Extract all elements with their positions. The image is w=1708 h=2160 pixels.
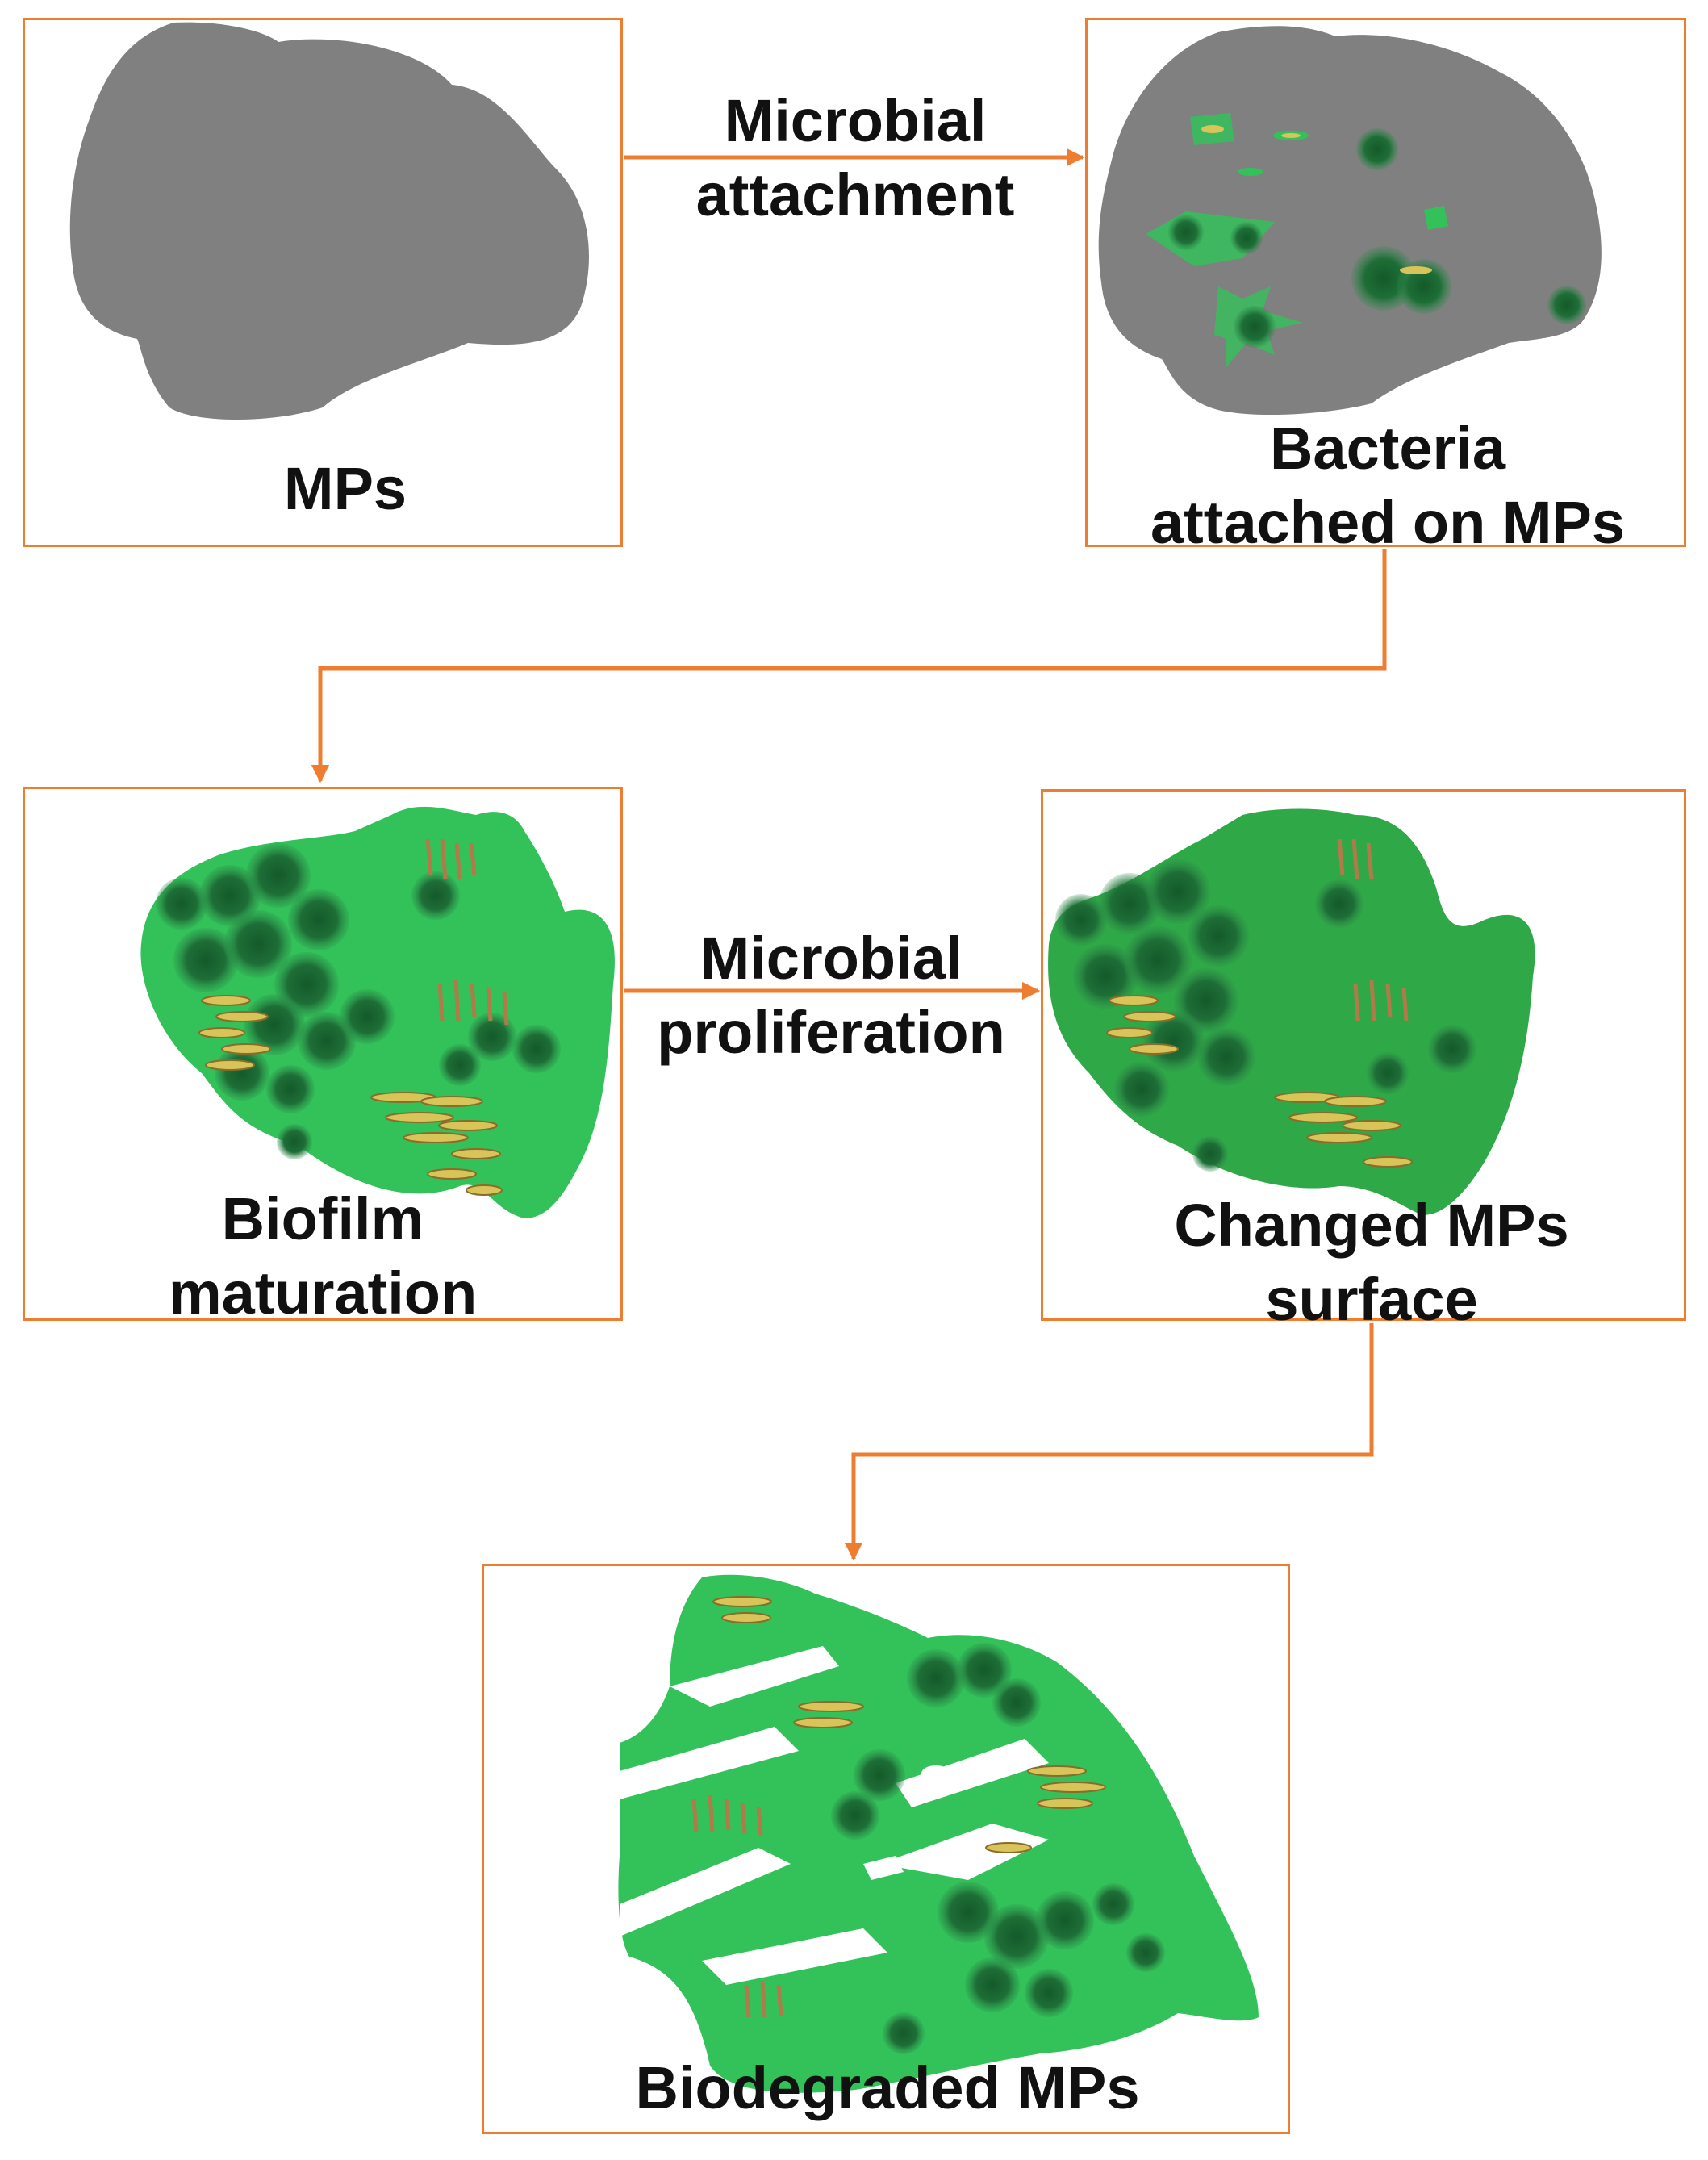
label-bacteria-line1: Bacteria [1269, 415, 1506, 482]
label-biodegraded-line: Biodegraded MPs [635, 2054, 1140, 2121]
label-changed-line2: surface [1265, 1266, 1478, 1333]
mp-with-bacteria [1098, 26, 1602, 416]
label-changed-surface: Changed MPs surface [1065, 1189, 1678, 1337]
label-attachment-line2: attachment [695, 161, 1015, 228]
label-mps: MPs [184, 452, 507, 526]
label-biodegraded: Biodegraded MPs [524, 2051, 1251, 2125]
arrow-to-biodegraded [844, 1323, 1374, 1561]
label-biofilm-line1: Biofilm [221, 1185, 424, 1252]
label-attachment-line1: Microbial [724, 87, 987, 154]
label-proliferation-line1: Microbial [699, 925, 963, 992]
changed-surface-particle [1048, 808, 1535, 1215]
label-bacteria-line2: attached on MPs [1150, 489, 1625, 556]
label-microbial-proliferation: Microbial proliferation [621, 921, 1041, 1070]
label-changed-line1: Changed MPs [1174, 1192, 1569, 1259]
biofilm-mature-particle [140, 806, 615, 1218]
label-mps-line: MPs [283, 455, 407, 522]
biodegraded-particle [618, 1574, 1259, 2093]
label-biofilm-line2: maturation [168, 1260, 478, 1326]
arrow-to-biofilm [311, 549, 1387, 783]
label-bacteria-attached: Bacteria attached on MPs [1097, 412, 1678, 560]
label-proliferation-line2: proliferation [657, 999, 1005, 1066]
mp-particle-plain [69, 22, 590, 420]
label-biofilm-maturation: Biofilm maturation [81, 1182, 565, 1331]
label-microbial-attachment: Microbial attachment [629, 84, 1081, 232]
